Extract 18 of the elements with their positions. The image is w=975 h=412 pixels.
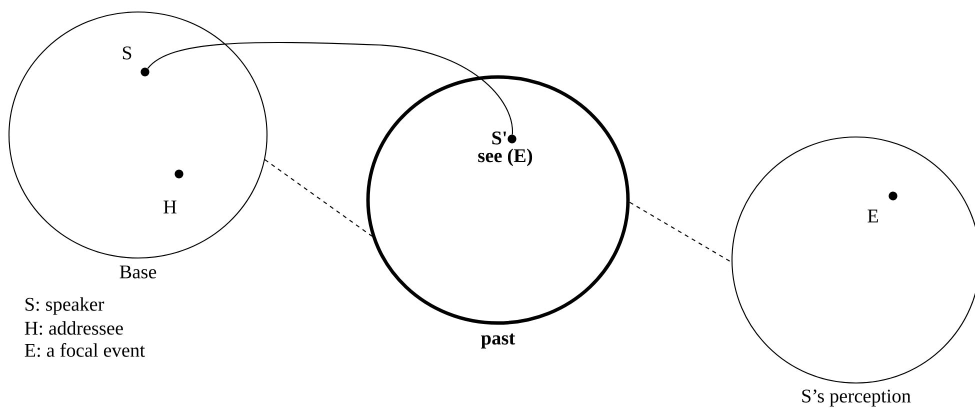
curved-line [147,42,513,134]
legend-text: H: addressee [24,321,123,335]
legend-text: S: speaker [26,297,104,315]
node-label: H [164,200,176,214]
node-label: Base [120,266,156,278]
node-label: past [481,333,516,349]
labelled-point: S' see (E) [478,132,532,166]
node-label: S [122,46,132,60]
node-label: E [868,210,878,222]
node-label: S' [492,132,506,144]
dashed-line [264,159,372,237]
node-label: S’s perception [802,390,911,406]
labelled-point: S [122,46,150,76]
legend-text: E: a focal event [24,343,145,357]
labelled-point: E [868,192,898,222]
dashed-line [629,202,732,263]
node-label: see (E) [478,148,532,166]
labelled-point: H [164,170,184,214]
